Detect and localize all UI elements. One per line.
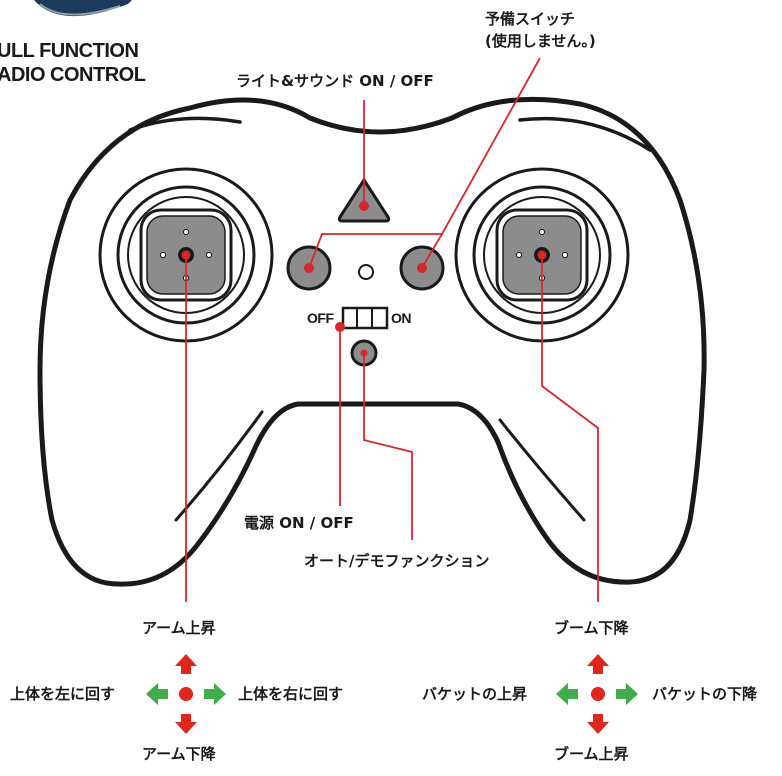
controller-body	[37, 96, 707, 587]
right-stick-up-label: ブーム下降	[554, 619, 629, 637]
left-up-arrow-icon	[175, 654, 197, 674]
power-switch	[335, 306, 389, 332]
auto-demo-label: オート/デモファンクション	[304, 552, 490, 570]
left-direction-indicator	[146, 654, 226, 734]
power-label: 電源 ON / OFF	[244, 514, 354, 532]
brand-line-1: ULL FUNCTION	[0, 40, 139, 62]
right-direction-indicator	[556, 654, 638, 734]
left-down-arrow-icon	[175, 714, 197, 734]
light-sound-label: ライト&サウンド ON / OFF	[236, 72, 434, 90]
right-left-arrow-icon	[556, 683, 578, 705]
left-stick-up-label: アーム上昇	[142, 619, 216, 637]
left-right-arrow-icon	[204, 683, 226, 705]
right-stick-right-label: バケットの下降	[652, 685, 758, 703]
left-stick-left-label: 上体を左に回す	[10, 685, 116, 703]
left-stick-right-label: 上体を右に回す	[238, 685, 344, 703]
left-left-arrow-icon	[146, 683, 168, 705]
right-right-arrow-icon	[616, 683, 638, 705]
power-switch-off-label: OFF	[307, 310, 334, 326]
leader-lines	[185, 57, 599, 602]
right-up-arrow-icon	[587, 654, 609, 674]
spare-switch-label-line2: (使用しません。)	[485, 32, 596, 50]
right-stick-down-label: ブーム上昇	[554, 745, 629, 763]
right-center-dot	[591, 687, 605, 701]
right-down-arrow-icon	[587, 714, 609, 734]
spare-switch-label-line1: 予備スイッチ	[485, 10, 576, 28]
power-switch-on-label: ON	[391, 310, 412, 326]
left-stick-down-label: アーム下降	[142, 745, 216, 763]
right-stick-left-label: バケットの上昇	[422, 685, 528, 703]
led-indicator	[358, 264, 374, 280]
brand-line-2: ADIO CONTROL	[0, 64, 146, 86]
left-center-dot	[179, 687, 193, 701]
